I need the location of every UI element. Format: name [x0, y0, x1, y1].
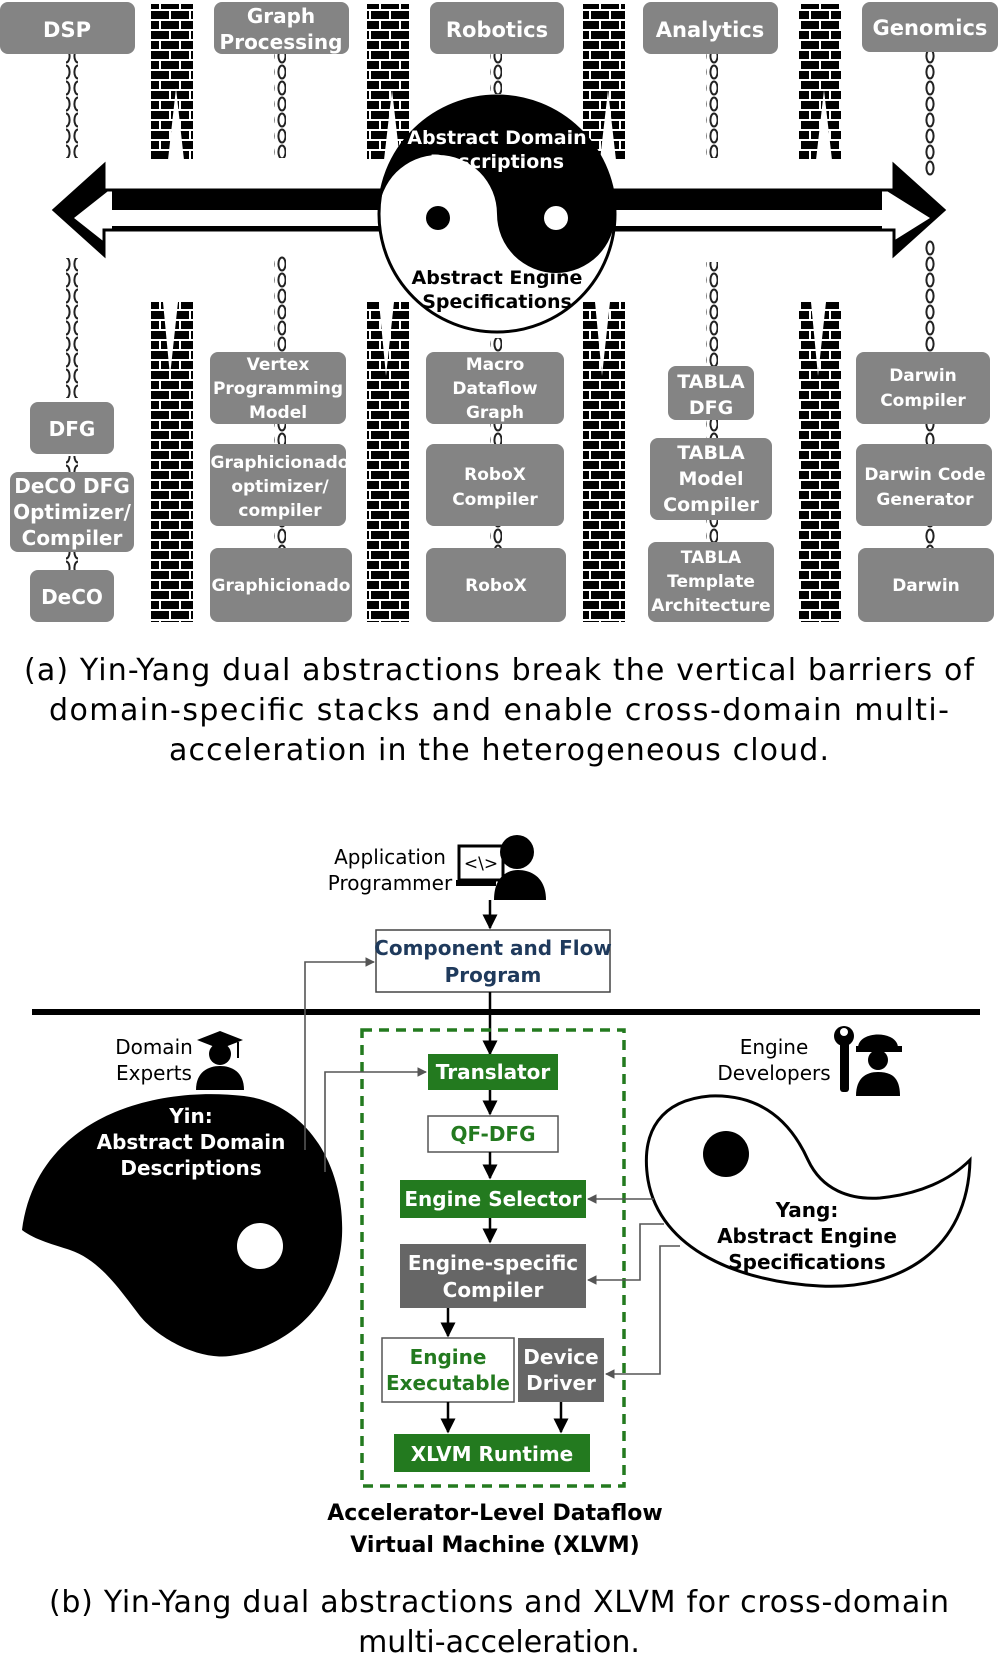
caption-a: (a) Yin-Yang dual abstractions break the…: [24, 653, 975, 768]
code-glyph: <\>: [464, 854, 498, 874]
caption-a-line-1: (a) Yin-Yang dual abstractions break the…: [24, 653, 975, 688]
yin-yang-symbol: [377, 94, 617, 334]
caption-b-line-1: (b) Yin-Yang dual abstractions and XLVM …: [49, 1585, 949, 1620]
xlvm-runtime-box: [394, 1434, 590, 1472]
engine-executable-box: [381, 1337, 515, 1403]
stack-dfg: DFG: [49, 417, 96, 441]
graph-stack: [210, 352, 352, 622]
flow-connectors: [304, 957, 680, 1379]
genomics-stack: [856, 352, 994, 622]
caption-a-line-3: acceleration in the heterogeneous cloud.: [169, 733, 829, 768]
engine-selector-box: [400, 1180, 586, 1218]
caption-b-line-2: multi-acceleration.: [358, 1625, 640, 1660]
xlvm-runtime-label: XLVM Runtime: [411, 1442, 573, 1466]
device-driver-box: [518, 1338, 604, 1402]
xlvm-region: [360, 1028, 626, 1488]
graduate-icon: [196, 1031, 244, 1090]
engine-compiler-box: [400, 1244, 586, 1308]
domain-robotics: Robotics: [446, 18, 548, 42]
caption-b: (b) Yin-Yang dual abstractions and XLVM …: [49, 1585, 949, 1660]
robotics-stack: [426, 352, 566, 622]
translator-box: [428, 1054, 558, 1090]
caption-a-line-2: domain-specific stacks and enable cross-…: [49, 693, 949, 728]
qf-dfg-box: [427, 1115, 559, 1153]
chains: [66, 52, 936, 570]
domain-analytics: Analytics: [656, 18, 764, 42]
top-domain-boxes: [0, 2, 998, 54]
domain-dsp: DSP: [43, 18, 91, 42]
engineer-icon: [834, 1026, 902, 1096]
programmer-icon: [456, 835, 546, 900]
component-program-box: [375, 929, 611, 993]
qf-dfg-label: QF-DFG: [450, 1122, 535, 1146]
stack-deco: DeCO: [41, 585, 103, 609]
engine-selector-label: Engine Selector: [404, 1187, 581, 1211]
stack-graphicionado: Graphicionado: [212, 576, 351, 596]
brick-walls-bottom: [151, 302, 841, 622]
domain-genomics: Genomics: [873, 16, 988, 40]
analytics-stack: [648, 366, 774, 622]
translator-label: Translator: [436, 1060, 551, 1084]
dsp-stack: [10, 402, 134, 622]
stack-robox: RoboX: [465, 576, 527, 596]
stack-darwin: Darwin: [892, 576, 960, 596]
yang-shape: [644, 1094, 972, 1288]
yin-shape: [22, 1094, 343, 1357]
brick-walls-top: [151, 4, 841, 160]
